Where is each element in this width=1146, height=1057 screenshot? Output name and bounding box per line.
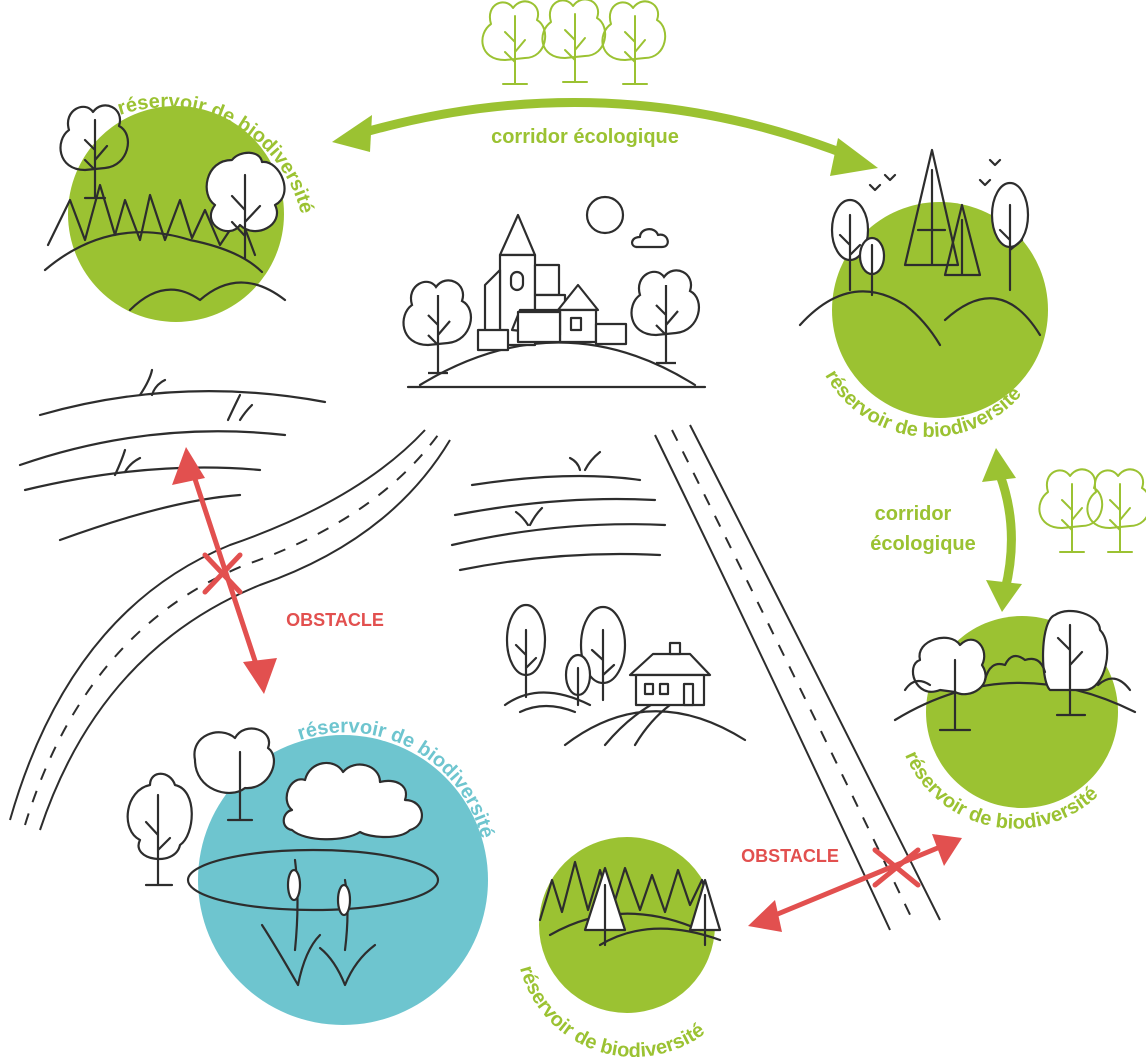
corridor-trees-top [481,0,667,86]
corridor-label-top: corridor écologique [491,126,679,148]
road-right [654,424,941,931]
village-church-icon [402,213,707,389]
fields-center [450,450,667,572]
corridor-arrow-right [982,448,1022,612]
road-left [9,429,451,831]
fields-left [18,368,327,542]
corridor-label-right-line2: écologique [870,533,976,555]
cloud-icon [631,228,669,249]
reservoir-top-left [43,104,287,322]
reservoir-bottom-center [538,837,722,1013]
cross-mark-icon [872,847,921,888]
obstacle-arrow-left [172,447,277,694]
corridor-label-right-line1: corridor [875,503,952,525]
obstacle-label-bottom: OBSTACLE [741,846,839,866]
reservoir-bottom-right [893,610,1137,808]
reservoir-wetland [126,727,488,1025]
corridor-arrow-top [332,97,878,176]
cross-mark-icon [202,552,243,595]
obstacle-arrow-bottom [748,834,962,932]
corridor-trees-right [1038,468,1146,553]
reservoir-top-right [798,148,1048,418]
obstacle-label-left: OBSTACLE [286,610,384,630]
sun-icon [585,195,625,235]
house-icon [503,603,747,747]
